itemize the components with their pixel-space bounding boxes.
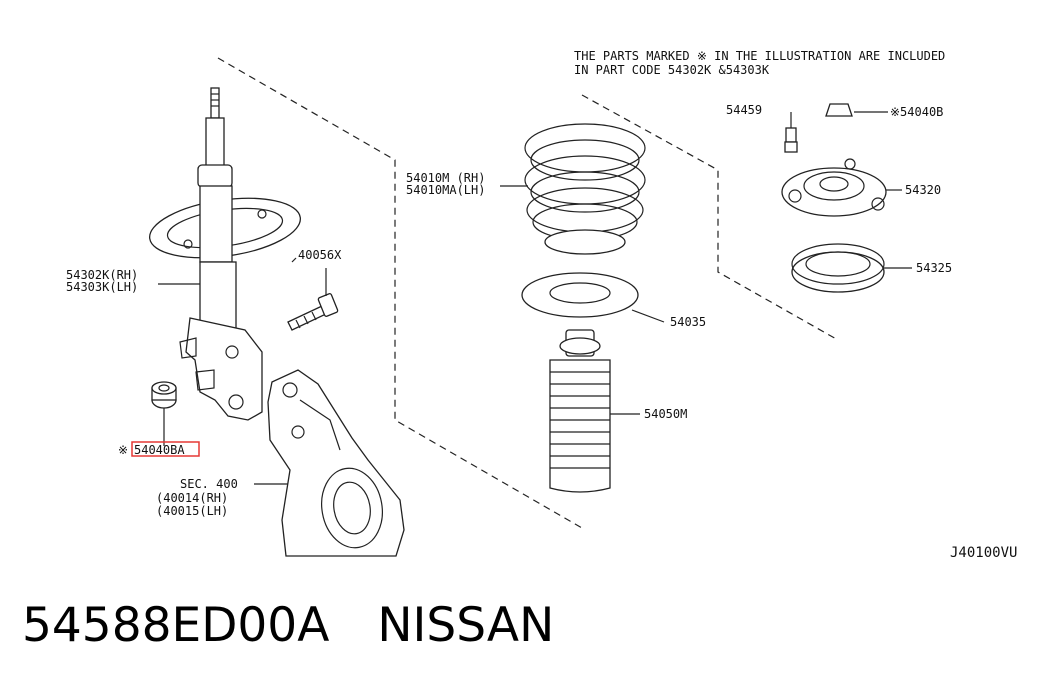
label-54459: 54459: [726, 103, 762, 117]
spring-seat-drawing: [521, 272, 665, 323]
label-40015: (40015(LH): [156, 504, 228, 518]
diagram-code: J40100VU: [950, 545, 1017, 561]
label-54325: 54325: [916, 261, 952, 275]
label-54040ba-mark: ※: [118, 443, 128, 457]
note-line-2: IN PART CODE 54302K &54303K: [574, 63, 770, 77]
highlight-box: [131, 441, 200, 457]
dust-boot-drawing: [549, 329, 640, 493]
coil-spring-drawing: [500, 123, 646, 255]
strut-mount-drawing: [781, 103, 902, 217]
label-54010ma: 54010MA(LH): [406, 183, 485, 197]
label-54050m: 54050M: [644, 407, 687, 421]
label-40056x: 40056X: [298, 248, 342, 262]
label-54010m: 54010M (RH): [406, 171, 485, 185]
strut-assembly-drawing: [148, 87, 339, 485]
product-caption: 54588ED00A NISSAN: [22, 598, 602, 653]
label-54303k: 54303K(LH): [66, 280, 138, 294]
steering-knuckle-drawing: [267, 369, 405, 557]
part-number: 54588ED00A: [22, 598, 330, 653]
note-line-1: THE PARTS MARKED ※ IN THE ILLUSTRATION A…: [574, 49, 945, 63]
mount-bearing-drawing: [791, 243, 912, 293]
label-54302k: 54302K(RH): [66, 268, 138, 282]
label-54320: 54320: [905, 183, 941, 197]
label-54035: 54035: [670, 315, 706, 329]
label-54040ba: 54040BA: [134, 443, 185, 457]
label-54040b: ※54040B: [890, 105, 943, 119]
label-40014: (40014(RH): [156, 491, 228, 505]
brand-name: NISSAN: [377, 598, 555, 653]
label-sec-400: SEC. 400: [180, 477, 238, 491]
dashed-outline: [217, 57, 839, 529]
